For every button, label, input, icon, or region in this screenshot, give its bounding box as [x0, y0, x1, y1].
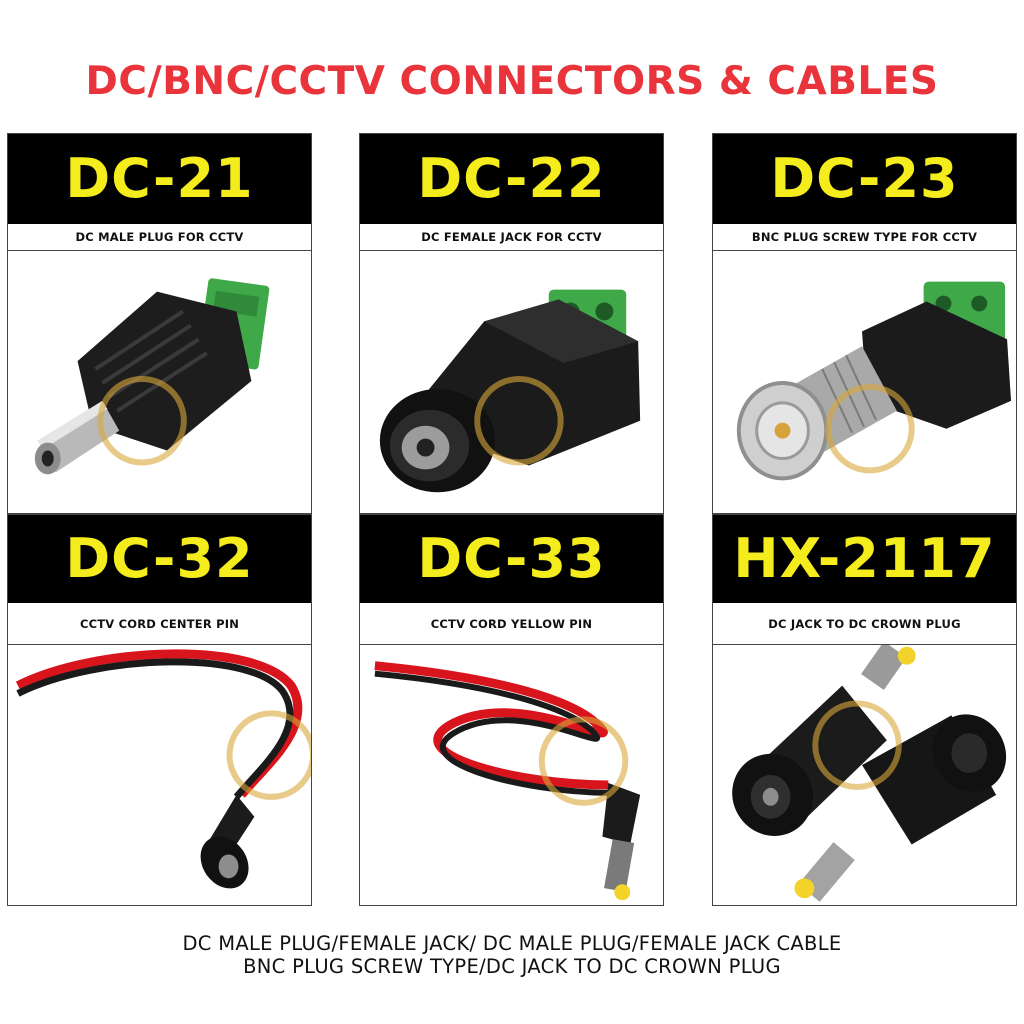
cord-yellow-pin-image: [360, 645, 663, 904]
code-bar: DC-32: [8, 515, 311, 603]
product-card-dc-23: DC-23 BNC PLUG SCREW TYPE FOR CCTV: [712, 133, 1017, 514]
footer-caption: DC MALE PLUG/FEMALE JACK/ DC MALE PLUG/F…: [0, 932, 1024, 978]
code-bar: DC-33: [360, 515, 663, 603]
product-card-hx-2117: HX-2117 DC JACK TO DC CROWN PLUG: [712, 514, 1017, 906]
product-description: DC FEMALE JACK FOR CCTV: [360, 224, 663, 251]
product-card-dc-33: DC-33 CCTV CORD YELLOW PIN: [359, 514, 664, 906]
code-bar: HX-2117: [713, 515, 1016, 603]
product-description: DC MALE PLUG FOR CCTV: [8, 224, 311, 251]
code-bar: DC-23: [713, 134, 1016, 224]
product-code: DC-32: [65, 527, 254, 590]
footer-line-1: DC MALE PLUG/FEMALE JACK/ DC MALE PLUG/F…: [182, 932, 842, 955]
code-bar: DC-21: [8, 134, 311, 224]
product-card-dc-32: DC-32 CCTV CORD CENTER PIN: [7, 514, 312, 906]
product-card-dc-22: DC-22 DC FEMALE JACK FOR CCTV: [359, 133, 664, 514]
cord-center-pin-image: [8, 645, 311, 904]
footer-line-2: BNC PLUG SCREW TYPE/DC JACK TO DC CROWN …: [243, 955, 781, 978]
product-description: DC JACK TO DC CROWN PLUG: [713, 603, 1016, 645]
product-description: BNC PLUG SCREW TYPE FOR CCTV: [713, 224, 1016, 251]
product-code: DC-22: [417, 147, 606, 210]
product-code: DC-23: [770, 147, 959, 210]
dc-male-plug-image: [8, 251, 311, 512]
product-card-dc-21: DC-21 DC MALE PLUG FOR CCTV: [7, 133, 312, 514]
dc-female-jack-image: [360, 251, 663, 512]
product-code: HX-2117: [733, 527, 996, 590]
product-description: CCTV CORD CENTER PIN: [8, 603, 311, 645]
code-bar: DC-22: [360, 134, 663, 224]
page-title: DC/BNC/CCTV CONNECTORS & CABLES: [85, 59, 939, 104]
product-code: DC-21: [65, 147, 254, 210]
product-description: CCTV CORD YELLOW PIN: [360, 603, 663, 645]
bnc-plug-image: [713, 251, 1016, 512]
dc-jack-crown-plug-image: [713, 645, 1016, 904]
product-code: DC-33: [417, 527, 606, 590]
